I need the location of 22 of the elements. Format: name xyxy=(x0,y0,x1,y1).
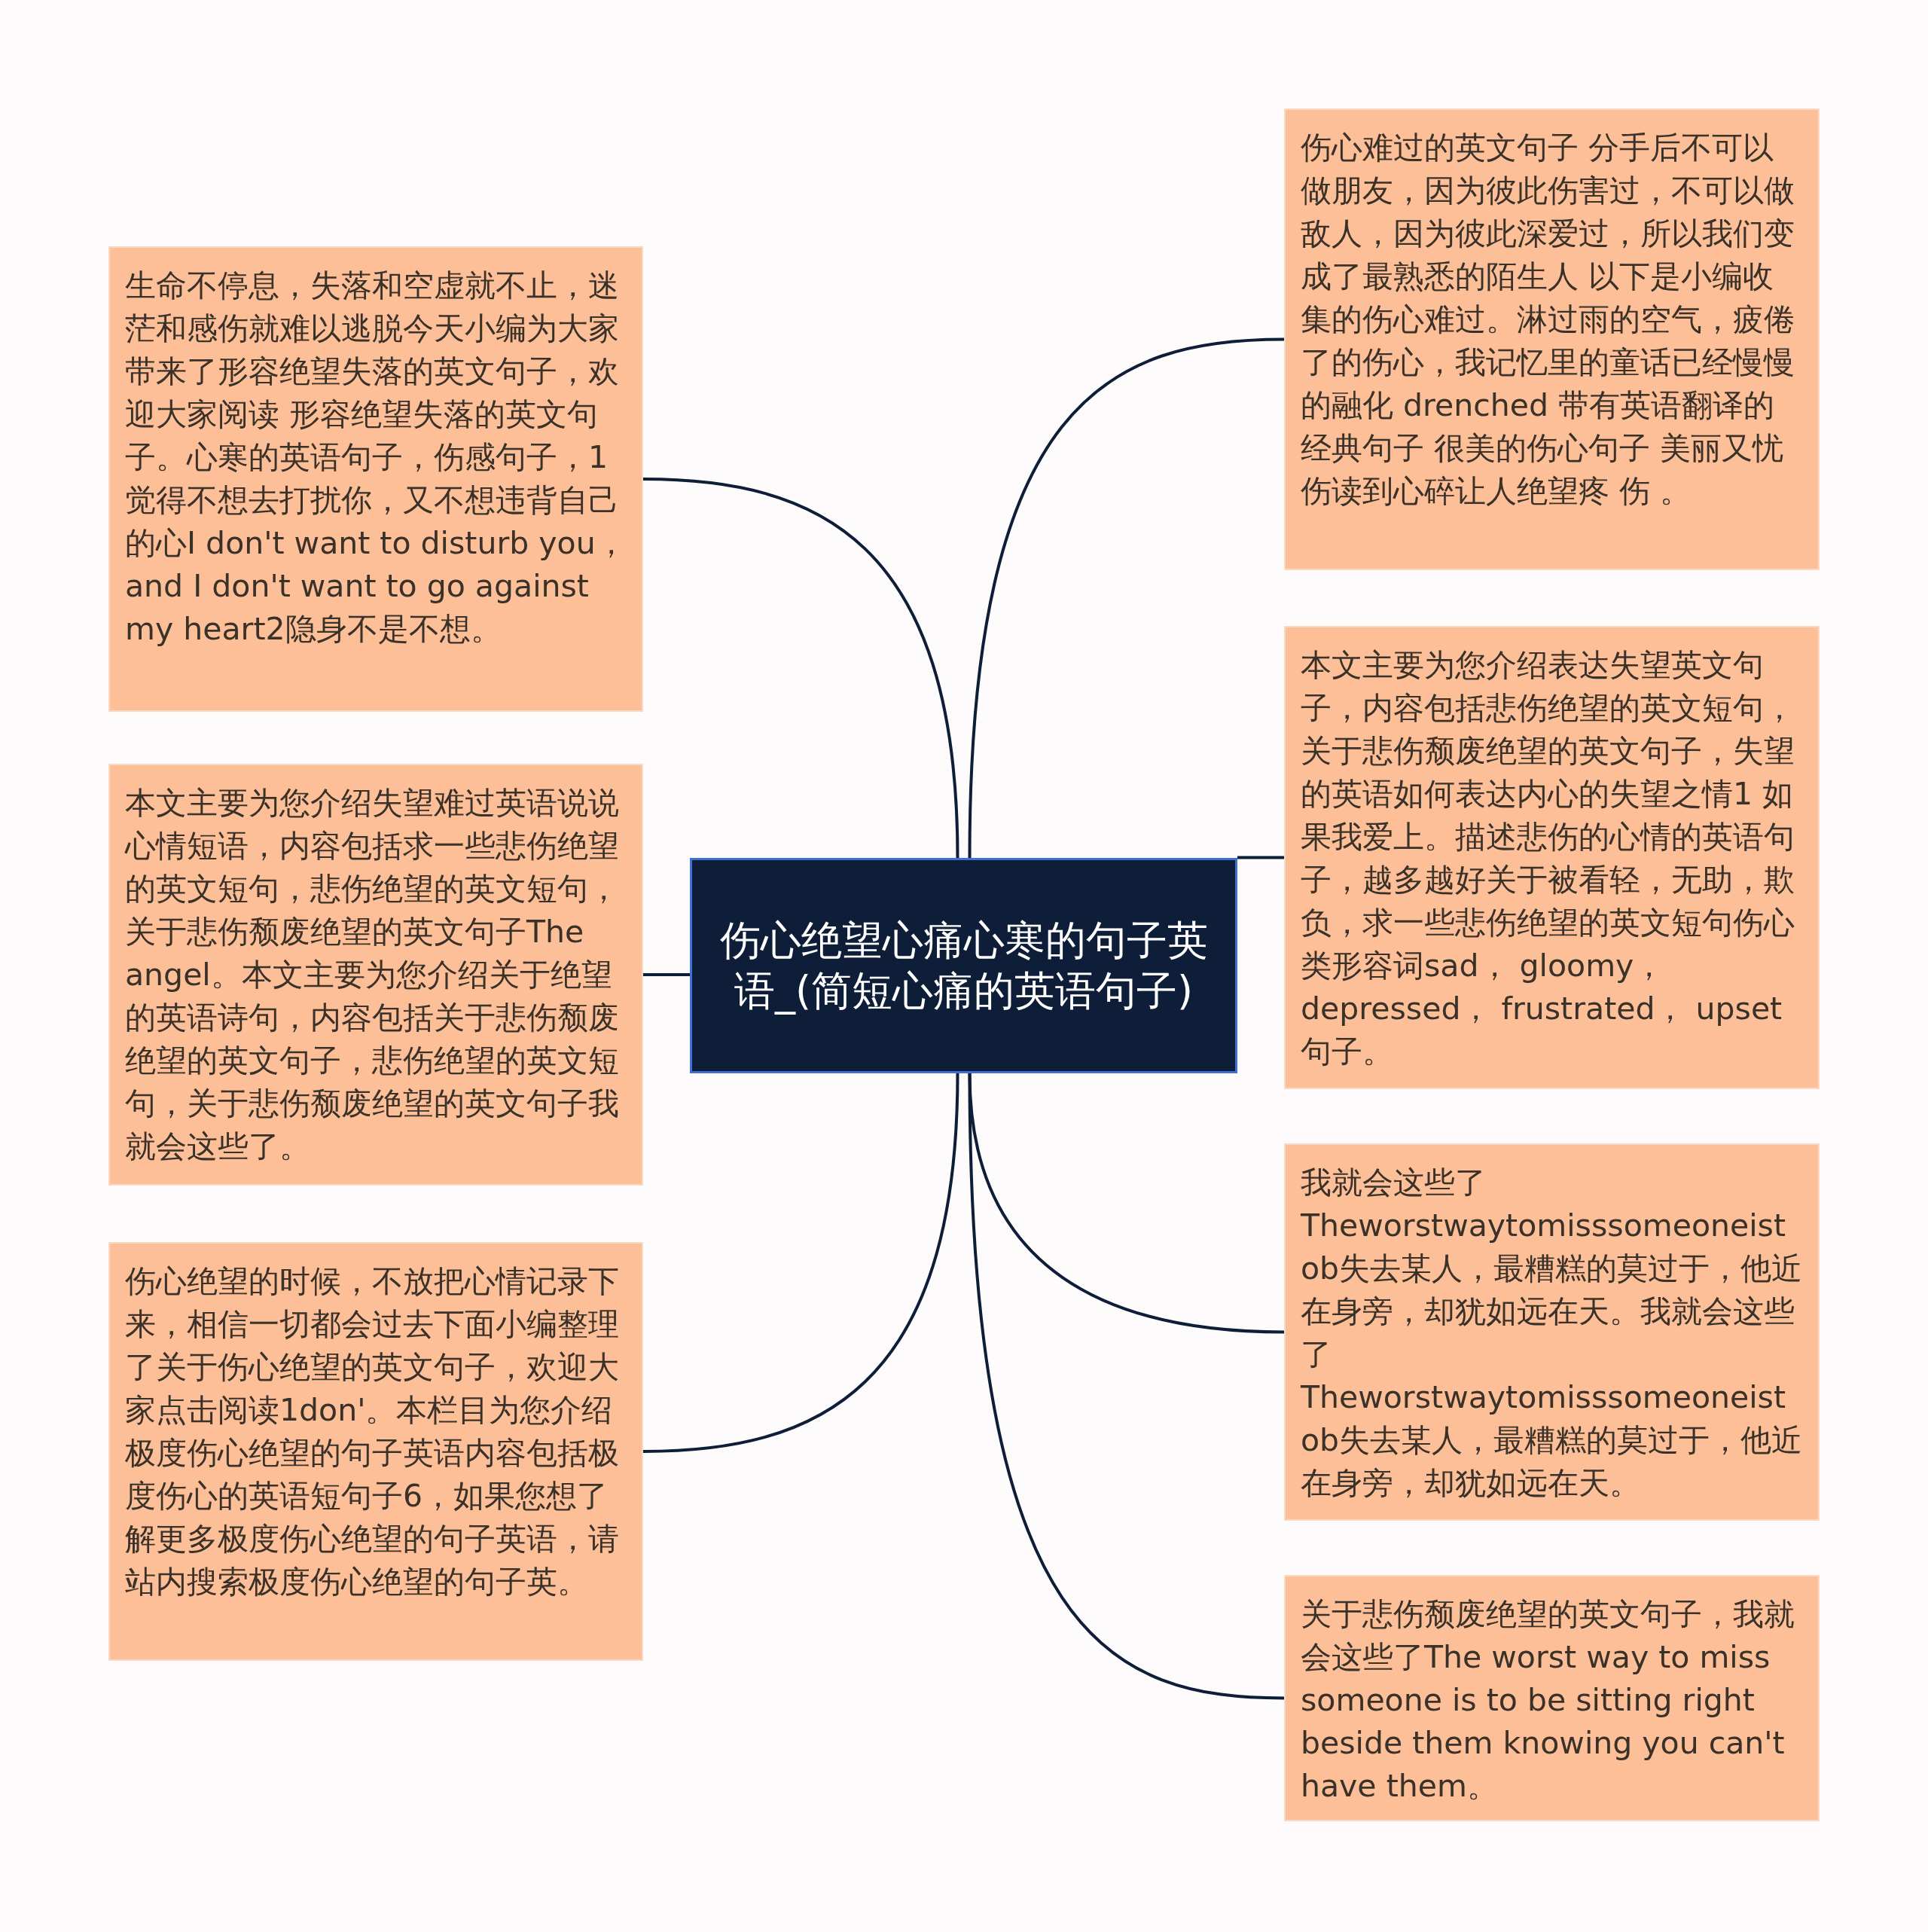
note-text: 生命不停息，失落和空虚就不止，迷茫和感伤就难以逃脱今天小编为大家带来了形容绝望失落的英文句子，欢迎大家阅读 形容绝望失落的英文句子。心寒的英语句子，伤感句子，1觉得不想去打扰你，又不想违背自己的心I don't want to disturb you， and I don't want to go against my heart2隐身不是不想。 xyxy=(125,267,627,649)
note-text: 伤心难过的英文句子 分手后不可以做朋友，因为彼此伤害过，不可以做敌人，因为彼此深爱过，所以我们变成了最熟悉的陌生人 以下是小编收集的伤心难过。淋过雨的空气，疲倦了的伤心，我记忆里的童话已经慢慢的融化 drenched 带有英语翻译的经典句子 很美的伤心句子 美丽又忧伤读到心碎让人绝望疼 伤 。 xyxy=(1301,129,1795,511)
note-box xyxy=(1284,1575,1820,1821)
note-text: 伤心绝望的时候，不放把心情记录下来，相信一切都会过去下面小编整理了关于伤心绝望的英文句子，欢迎大家点击阅读1don'。本栏目为您介绍极度伤心绝望的句子英语内容包括极度伤心的英语短句子6，如果您想了解更多极度伤心绝望的句子英语，请站内搜索极度伤心绝望的句子英。 xyxy=(125,1262,620,1601)
note-box xyxy=(108,246,643,712)
connector-line xyxy=(643,973,690,976)
connector-line xyxy=(642,478,959,859)
topic-box xyxy=(690,858,1237,1073)
note-box xyxy=(1284,1143,1820,1521)
topic-title: 伤心绝望心痛心寒的句子英语_(简短心痛的英语句子) xyxy=(719,915,1208,1016)
connector-line xyxy=(642,1073,959,1453)
connector-line xyxy=(1237,856,1284,859)
note-box xyxy=(1284,626,1820,1089)
note-text: 关于悲伤颓废绝望的英文句子，我就会这些了The worst way to miss someone is to be sitting right beside them knowing you can't have them。 xyxy=(1301,1595,1795,1805)
note-box xyxy=(108,1242,643,1661)
note-box xyxy=(108,764,643,1186)
note-text: 本文主要为您介绍失望难过英语说说心情短语，内容包括求一些悲伤绝望的英文短句，悲伤绝望的英文短句，关于悲伤颓废绝望的英文句子The angel。本文主要为您介绍关于绝望的英语诗句，内容包括关于悲伤颓废绝望的英文句子，悲伤绝望的英文短句，关于悲伤颓废绝望的英文句子我就会这些了。 xyxy=(125,784,620,1166)
connector-line xyxy=(968,337,1285,859)
note-box xyxy=(1284,108,1820,570)
connector-line xyxy=(968,1073,1285,1700)
note-text: 我就会这些了 Theworstwaytomisssomeoneistob失去某人，最糟糕的莫过于，他近在身旁，却犹如远在天。我就会这些了 Theworstwaytomisssomeoneistob失去某人，最糟糕的莫过于，他近在身旁，却犹如远在天。 xyxy=(1301,1164,1803,1503)
note-text: 本文主要为您介绍表达失望英文句子，内容包括悲伤绝望的英文短句，关于悲伤颓废绝望的英文句子，失望的英语如何表达内心的失望之情1 如果我爱上。描述悲伤的心情的英语句子，越多越好关于被看轻，无助，欺负，求一些悲伤绝望的英文短句伤心类形容词sad， gloomy， depressed， frustrated， upset句子。 xyxy=(1301,646,1795,1071)
